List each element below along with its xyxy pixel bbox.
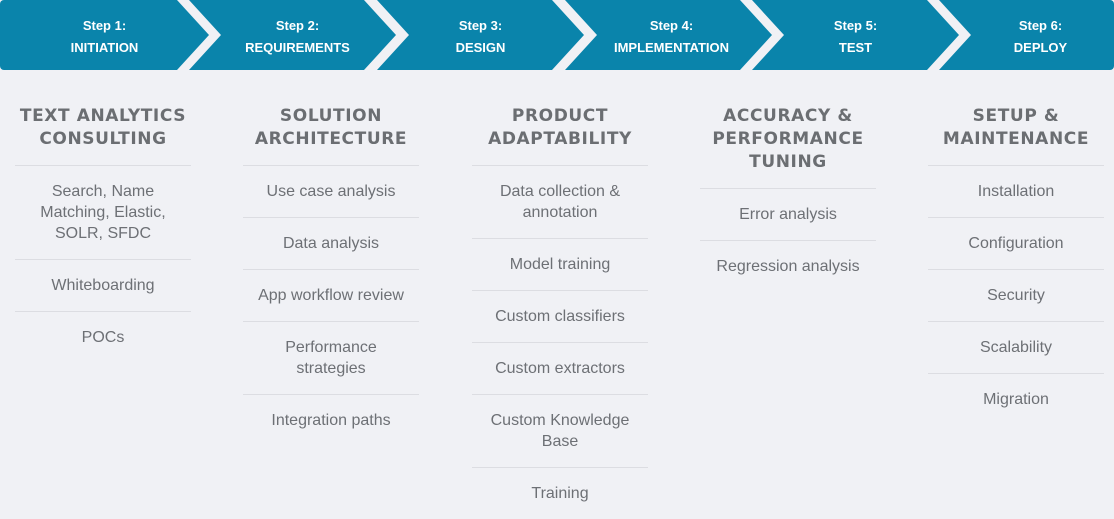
step-1-initiation: Step 1: INITIATION <box>0 0 209 70</box>
list-item-line: annotation <box>522 204 598 221</box>
column-title-line: CONSULTING <box>39 129 167 149</box>
list-item-line: Regression analysis <box>716 258 860 275</box>
column-title-line: MAINTENANCE <box>942 129 1090 149</box>
list-item: Installation <box>928 166 1104 218</box>
step-number: Step 6: <box>1018 18 1063 33</box>
column-title-line: ACCURACY & <box>723 106 853 126</box>
list-item: Data collection & annotation <box>472 166 648 239</box>
list-item-line: App workflow review <box>258 287 404 304</box>
list-item-line: Security <box>987 287 1045 304</box>
column-title-line: PERFORMANCE <box>712 129 864 149</box>
list-item-line: Integration paths <box>271 412 391 429</box>
list-item-line: Custom classifiers <box>495 308 625 325</box>
step-number: Step 4: <box>649 18 694 33</box>
phase-column: PRODUCT ADAPTABILITY Data collection & anno… <box>472 102 648 519</box>
step-number: Step 3: <box>458 18 503 33</box>
list-item-line: Performance <box>285 339 377 356</box>
list-item: Security <box>928 270 1104 322</box>
list-item: Custom classifiers <box>472 291 648 343</box>
step-label: DEPLOY <box>1013 40 1068 55</box>
column-title-line: TEXT ANALYTICS <box>19 106 187 126</box>
list-item-line: Use case analysis <box>266 183 396 200</box>
column-title: PRODUCT ADAPTABILITY <box>472 102 648 166</box>
list-item-line: POCs <box>81 329 125 346</box>
list-item-line: Data collection & <box>499 183 621 200</box>
list-item-line: Installation <box>977 183 1055 200</box>
step-4-implementation: Step 4: IMPLEMENTATION <box>565 0 772 70</box>
list-item-line: Migration <box>983 391 1049 408</box>
step-label: TEST <box>838 40 873 55</box>
step-2-requirements: Step 2: REQUIREMENTS <box>189 0 396 70</box>
column-title: ACCURACY & PERFORMANCE TUNING <box>700 102 876 189</box>
step-label: REQUIREMENTS <box>245 40 350 55</box>
list-item: Scalability <box>928 322 1104 374</box>
list-item: Error analysis <box>700 189 876 241</box>
process-steps: Step 1: INITIATION Step 2: REQUIREMENTS St… <box>0 0 1114 70</box>
column-title-line: TUNING <box>749 152 827 172</box>
column-title-line: ARCHITECTURE <box>254 129 408 149</box>
list-item: Regression analysis <box>700 241 876 292</box>
column-title: SETUP & MAINTENANCE <box>928 102 1104 166</box>
list-item: Model training <box>472 239 648 291</box>
step-number: Step 1: <box>82 18 127 33</box>
column-title-line: ADAPTABILITY <box>488 129 632 149</box>
list-item: Integration paths <box>243 395 419 446</box>
list-item-line: strategies <box>296 360 366 377</box>
column-title-line: SETUP & <box>972 106 1060 126</box>
list-item-line: SOLR, SFDC <box>54 225 151 242</box>
list-item-line: Error analysis <box>739 206 837 223</box>
step-6-deploy: Step 6: DEPLOY <box>939 0 1114 70</box>
list-item-line: Custom extractors <box>495 360 625 377</box>
list-item: Data analysis <box>243 218 419 270</box>
list-item-line: Training <box>531 485 589 502</box>
list-item: Custom extractors <box>472 343 648 395</box>
list-item: Migration <box>928 374 1104 425</box>
phase-column: ACCURACY & PERFORMANCE TUNING Error analysi… <box>700 102 876 292</box>
list-item-line: Scalability <box>979 339 1053 356</box>
list-item-line: Data analysis <box>282 235 380 252</box>
column-title: SOLUTION ARCHITECTURE <box>243 102 419 166</box>
list-item: POCs <box>15 312 191 363</box>
step-number: Step 5: <box>833 18 878 33</box>
list-item-line: Whiteboarding <box>51 277 155 294</box>
list-item-line: Configuration <box>968 235 1064 252</box>
list-item: Training <box>472 468 648 519</box>
list-item: Configuration <box>928 218 1104 270</box>
step-number: Step 2: <box>275 18 320 33</box>
list-item: App workflow review <box>243 270 419 322</box>
list-item-line: Base <box>541 433 579 450</box>
list-item-line: Search, Name <box>51 183 155 200</box>
column-title: TEXT ANALYTICS CONSULTING <box>15 102 191 166</box>
list-item-line: Matching, Elastic, <box>40 204 166 221</box>
list-item-line: Custom Knowledge <box>490 412 630 429</box>
list-item: Performance strategies <box>243 322 419 395</box>
step-label: INITIATION <box>70 40 139 55</box>
step-5-test: Step 5: TEST <box>752 0 959 70</box>
column-title-line: SOLUTION <box>279 106 383 126</box>
step-3-design: Step 3: DESIGN <box>377 0 584 70</box>
step-label: IMPLEMENTATION <box>613 40 730 55</box>
column-title-line: PRODUCT <box>511 106 609 126</box>
list-item-line: Model training <box>509 256 611 273</box>
step-label: DESIGN <box>455 40 506 55</box>
list-item: Whiteboarding <box>15 260 191 312</box>
list-item: Use case analysis <box>243 166 419 218</box>
